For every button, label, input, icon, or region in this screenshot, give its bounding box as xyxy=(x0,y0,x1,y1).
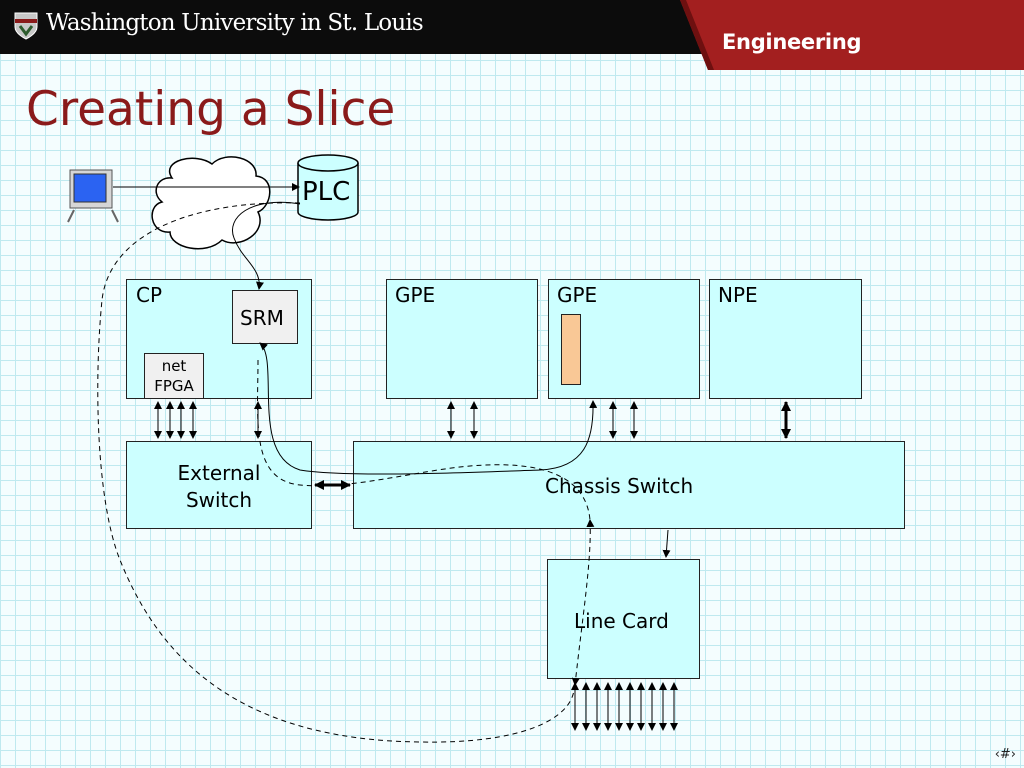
net-fpga-box xyxy=(144,353,204,399)
school-name[interactable]: Engineering xyxy=(722,30,862,54)
npe-label: NPE xyxy=(718,283,758,307)
page-number: ‹#› xyxy=(994,747,1016,762)
university-name[interactable]: Washington University in St. Louis xyxy=(46,10,424,36)
engineering-banner xyxy=(680,0,1024,70)
plc-label: PLC xyxy=(302,177,351,207)
cloud-icon xyxy=(151,156,271,250)
plc-database-icon xyxy=(297,154,359,221)
university-shield-icon xyxy=(14,12,38,40)
net-fpga-line2: FPGA xyxy=(154,377,194,395)
npe-box xyxy=(709,279,862,399)
page-title: Creating a Slice xyxy=(26,82,396,137)
net-fpga-line1: net xyxy=(161,357,187,375)
chassis-switch-box xyxy=(353,441,905,529)
srm-label: SRM xyxy=(240,306,284,330)
gpe2-label: GPE xyxy=(557,283,598,307)
computer-icon xyxy=(67,169,119,223)
external-switch-line2: Switch xyxy=(185,488,253,512)
gpe1-label: GPE xyxy=(395,283,436,307)
cp-label: CP xyxy=(136,283,163,307)
external-switch-line1: External xyxy=(177,461,261,485)
chassis-switch-label: Chassis Switch xyxy=(545,474,694,498)
